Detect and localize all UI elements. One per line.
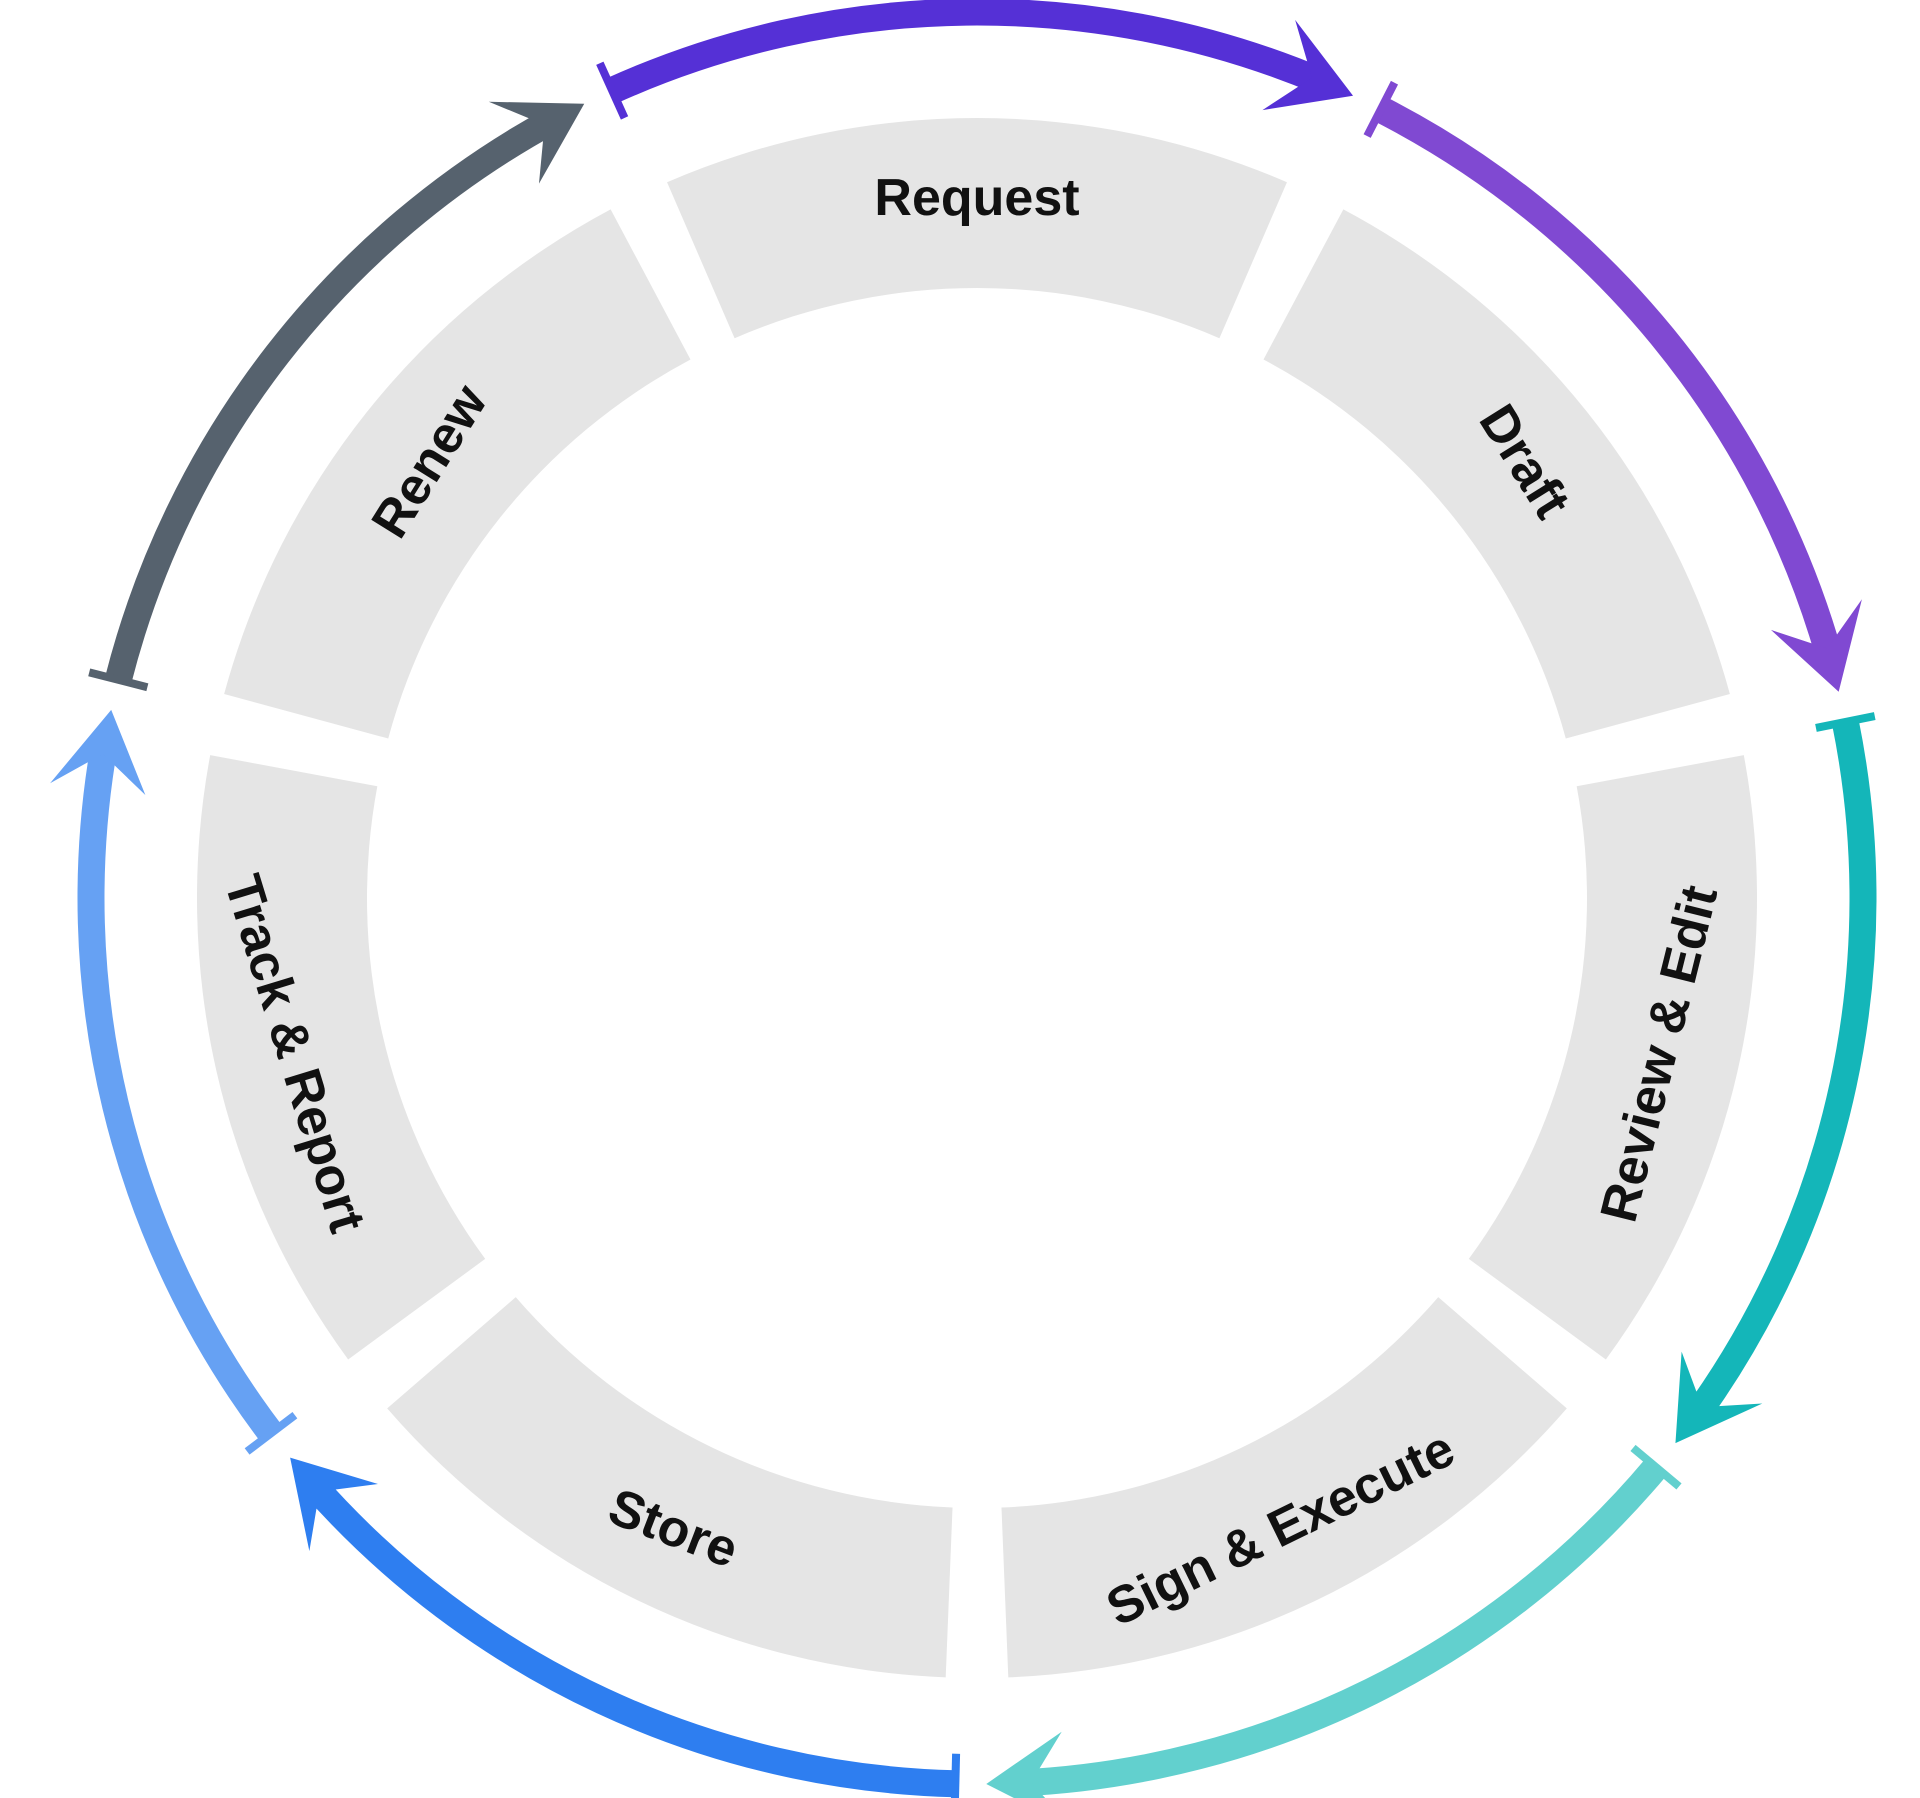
cycle-arrow-store	[290, 1457, 961, 1798]
cycle-arrow-request	[596, 0, 1354, 120]
stage-segment-store	[387, 1297, 953, 1678]
stage-label-request: Request	[874, 169, 1079, 227]
stage-segment-draft	[1263, 209, 1730, 739]
stage-segment-request	[667, 118, 1287, 339]
stage-segment-review-edit	[1468, 755, 1758, 1360]
cycle-arrow-review-edit	[1675, 712, 1877, 1444]
stage-ring	[196, 118, 1758, 1678]
stage-segment-renew	[224, 209, 691, 739]
cycle-arrow-sign-execute	[986, 1444, 1682, 1798]
stage-segment-track-report	[196, 755, 486, 1360]
stage-segment-sign-execute	[1001, 1297, 1567, 1678]
cycle-arrows	[50, 0, 1877, 1798]
cycle-arrow-renew	[88, 101, 585, 692]
cycle-arrow-draft	[1363, 80, 1862, 692]
cycle-arrow-track-report	[50, 709, 298, 1455]
